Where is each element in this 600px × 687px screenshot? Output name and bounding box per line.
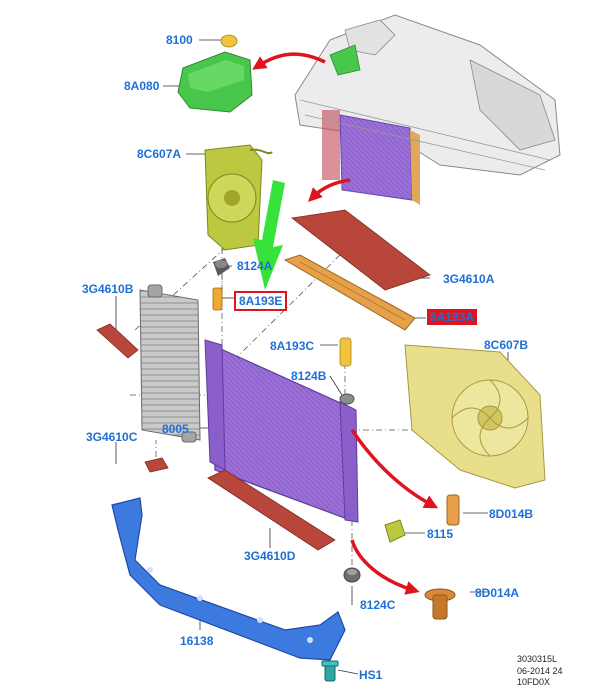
- label-8D014B: 8D014B: [489, 507, 534, 521]
- label-HS1: HS1: [359, 668, 383, 682]
- label-8100: 8100: [166, 33, 193, 47]
- coolant-reservoir: [177, 34, 253, 113]
- hose-8D014A: [424, 588, 456, 620]
- fan-shroud-8C607B: [404, 344, 546, 489]
- auxiliary-fan: [204, 144, 273, 251]
- seal-3G4610D: [207, 469, 336, 551]
- radiator-8005: [204, 339, 359, 523]
- stamp-line-2: 06-2014 24: [517, 666, 563, 676]
- cap-icon: [220, 34, 238, 48]
- hose-8D014B: [446, 494, 460, 526]
- stamp-line-3: 10FD0X: [517, 677, 551, 687]
- sensor-8115: [384, 519, 406, 543]
- label-8124B: 8124B: [291, 369, 327, 383]
- label-3G4610C: 3G4610C: [86, 430, 138, 444]
- label-8A080: 8A080: [124, 79, 160, 93]
- stamp-line-1: 3030315L: [517, 654, 558, 664]
- label-8A193C: 8A193C: [270, 339, 315, 353]
- label-8005: 8005: [162, 422, 189, 436]
- green-pointer-arrow: [253, 180, 285, 290]
- label-3G4610A: 3G4610A: [443, 272, 495, 286]
- label-8A193A: 8A193A: [427, 309, 478, 325]
- isolator-8124B: [339, 393, 355, 405]
- label-8124C: 8124C: [360, 598, 396, 612]
- front-end-structure: [294, 14, 561, 205]
- lower-support-16138: [111, 497, 346, 661]
- seal-3G4610B: [96, 323, 139, 359]
- seal-3G4610C: [144, 457, 169, 473]
- intercooler: [139, 284, 201, 443]
- label-8C607B: 8C607B: [484, 338, 529, 352]
- label-8C607A: 8C607A: [137, 147, 182, 161]
- seal-3G4610A: [291, 209, 431, 291]
- upper-bracket-8A193A: [283, 254, 416, 331]
- label-8115: 8115: [427, 527, 454, 541]
- isolator-8124A: [213, 258, 230, 276]
- bracket-8A193C: [339, 337, 352, 367]
- isolator-8124C: [343, 567, 361, 583]
- bolt-HS1: [321, 660, 339, 682]
- label-8D014A: 8D014A: [475, 586, 520, 600]
- label-3G4610D: 3G4610D: [244, 549, 296, 563]
- label-8A193E: 8A193E: [234, 291, 288, 311]
- red-flow-arrows-bottom: [350, 429, 439, 595]
- label-16138: 16138: [180, 634, 214, 648]
- bracket-8A193E: [212, 287, 223, 311]
- label-3G4610B: 3G4610B: [82, 282, 134, 296]
- red-flow-arrows-top: [252, 52, 351, 202]
- label-8124A: 8124A: [237, 259, 273, 273]
